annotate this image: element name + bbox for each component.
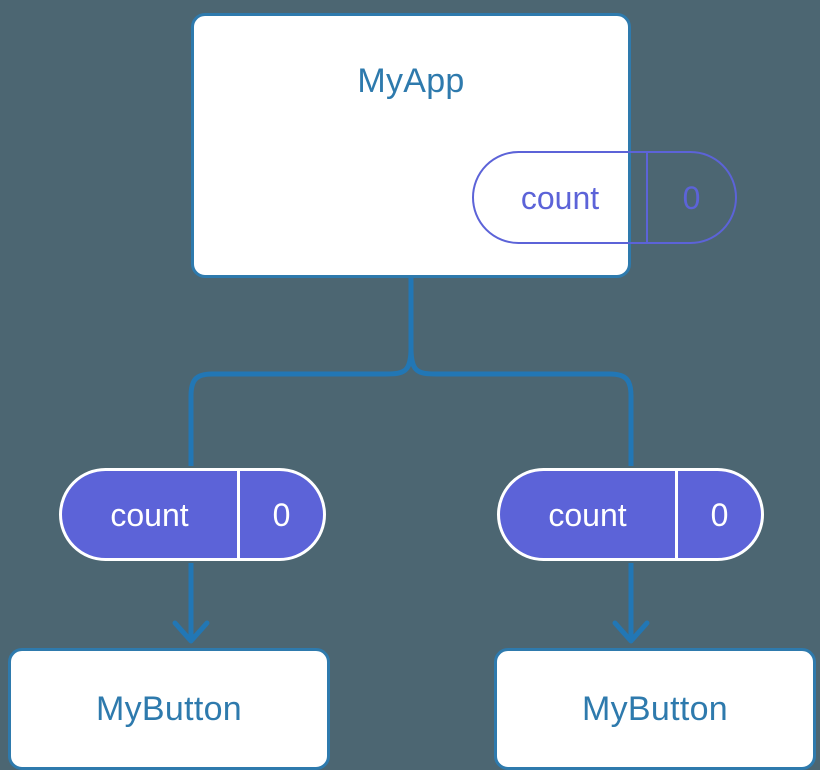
- prop-pill-child-1-value: 0: [272, 496, 291, 533]
- arrowhead-right-icon: [612, 620, 650, 644]
- prop-pill-child-2[interactable]: count 0: [497, 468, 764, 561]
- component-card-mybutton-2-title: MyButton: [581, 690, 729, 728]
- state-pill-root[interactable]: count 0: [472, 151, 737, 244]
- state-pill-root-value: 0: [682, 179, 701, 216]
- arrowhead-left-icon: [172, 620, 210, 644]
- prop-pill-child-1-key: count: [62, 471, 240, 558]
- wire-branch-right: [408, 347, 634, 466]
- component-card-mybutton-1[interactable]: MyButton: [8, 648, 330, 770]
- prop-pill-child-2-value: 0: [710, 496, 729, 533]
- state-pill-root-key: count: [474, 153, 648, 242]
- page-title: MyApp: [357, 62, 465, 100]
- wire-branch-left: [188, 347, 414, 466]
- component-card-mybutton-2[interactable]: MyButton: [494, 648, 816, 770]
- prop-pill-child-1[interactable]: count 0: [59, 468, 326, 561]
- component-card-myapp[interactable]: MyApp count 0: [191, 13, 737, 278]
- component-card-mybutton-1-title: MyButton: [95, 690, 243, 728]
- prop-pill-child-2-key: count: [500, 471, 678, 558]
